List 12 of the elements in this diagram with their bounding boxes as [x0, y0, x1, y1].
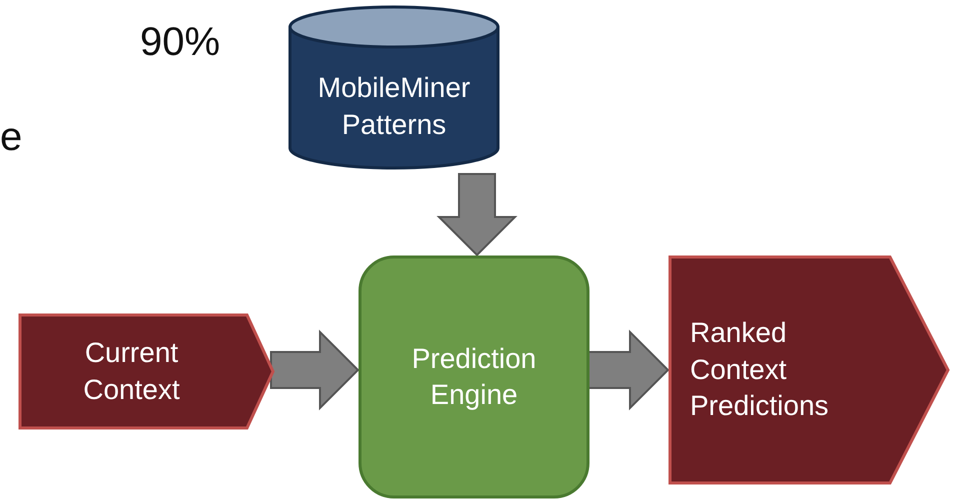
- pentagon-arrow-box: [18, 313, 275, 430]
- node-label: Ranked Context Predictions: [690, 316, 830, 424]
- block-arrow: [436, 173, 518, 256]
- database-cylinder: [288, 5, 500, 170]
- block-arrow: [270, 330, 360, 410]
- pentagon-arrow-box: [668, 255, 950, 485]
- process-box: [358, 255, 590, 499]
- node-label: MobileMiner Patterns: [316, 71, 472, 142]
- node-label: Prediction Engine: [410, 342, 538, 412]
- slide-text: 90%: [140, 20, 220, 65]
- slide-text: e: [0, 115, 22, 160]
- node-label: Current Context: [82, 336, 181, 406]
